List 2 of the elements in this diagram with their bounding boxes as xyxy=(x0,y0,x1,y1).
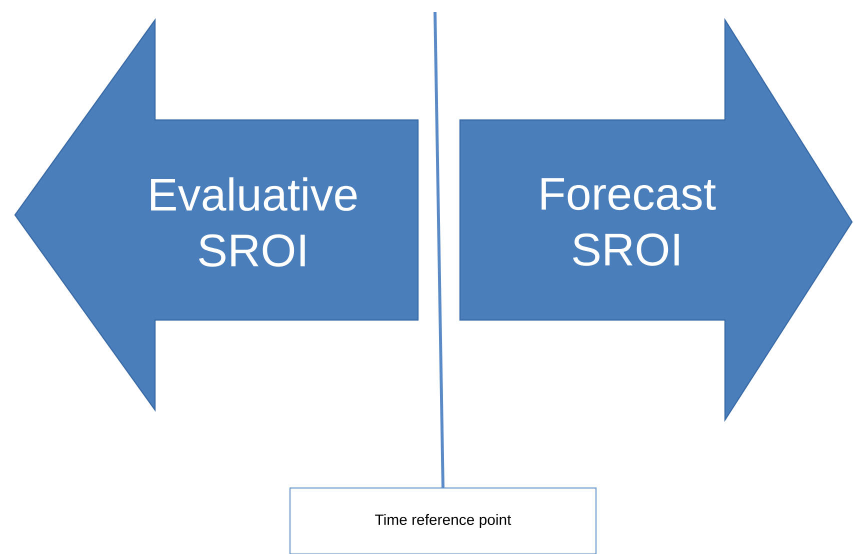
vertical-line xyxy=(434,12,444,488)
label-box: Time reference point xyxy=(290,487,596,554)
